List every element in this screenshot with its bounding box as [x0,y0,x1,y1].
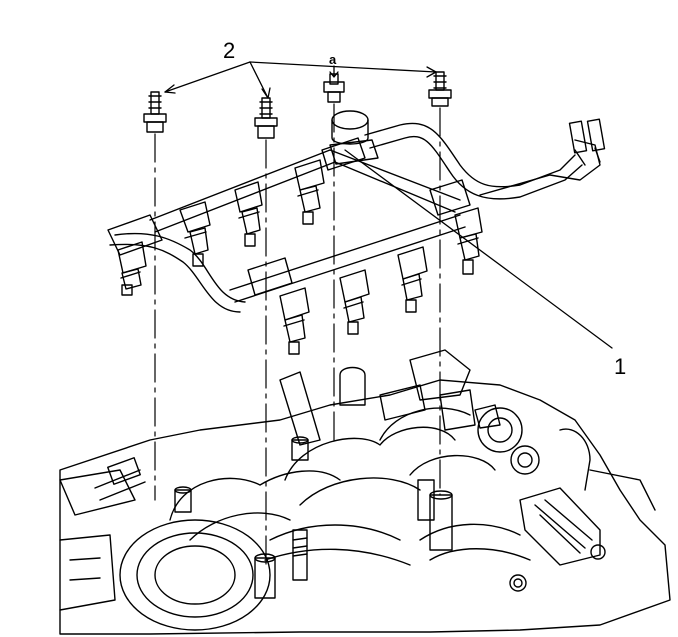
injector-rear-4 [454,207,483,275]
alignment-centerlines [154,103,441,566]
bolt-1 [143,91,167,133]
callout-bolts-label: 2 [223,38,236,63]
injector-rear-1 [179,201,211,267]
injector-front-4 [397,246,428,313]
bolt-4 [428,71,452,107]
rail-bolts [143,71,452,139]
injector-rear-3 [294,159,325,225]
fuel-rail-assembly [107,110,606,355]
injector-front-2 [279,287,310,355]
intake-manifold [59,349,671,635]
injector-rear-2 [234,181,263,247]
bolt-3 [323,73,345,103]
injector-front-1 [117,241,147,296]
callout-arrow-label: a [329,52,337,67]
callout-fuel-rail-label: 1 [614,354,627,379]
leader-lines [164,61,613,349]
bolt-2 [254,97,278,139]
injector-front-3 [339,269,370,335]
